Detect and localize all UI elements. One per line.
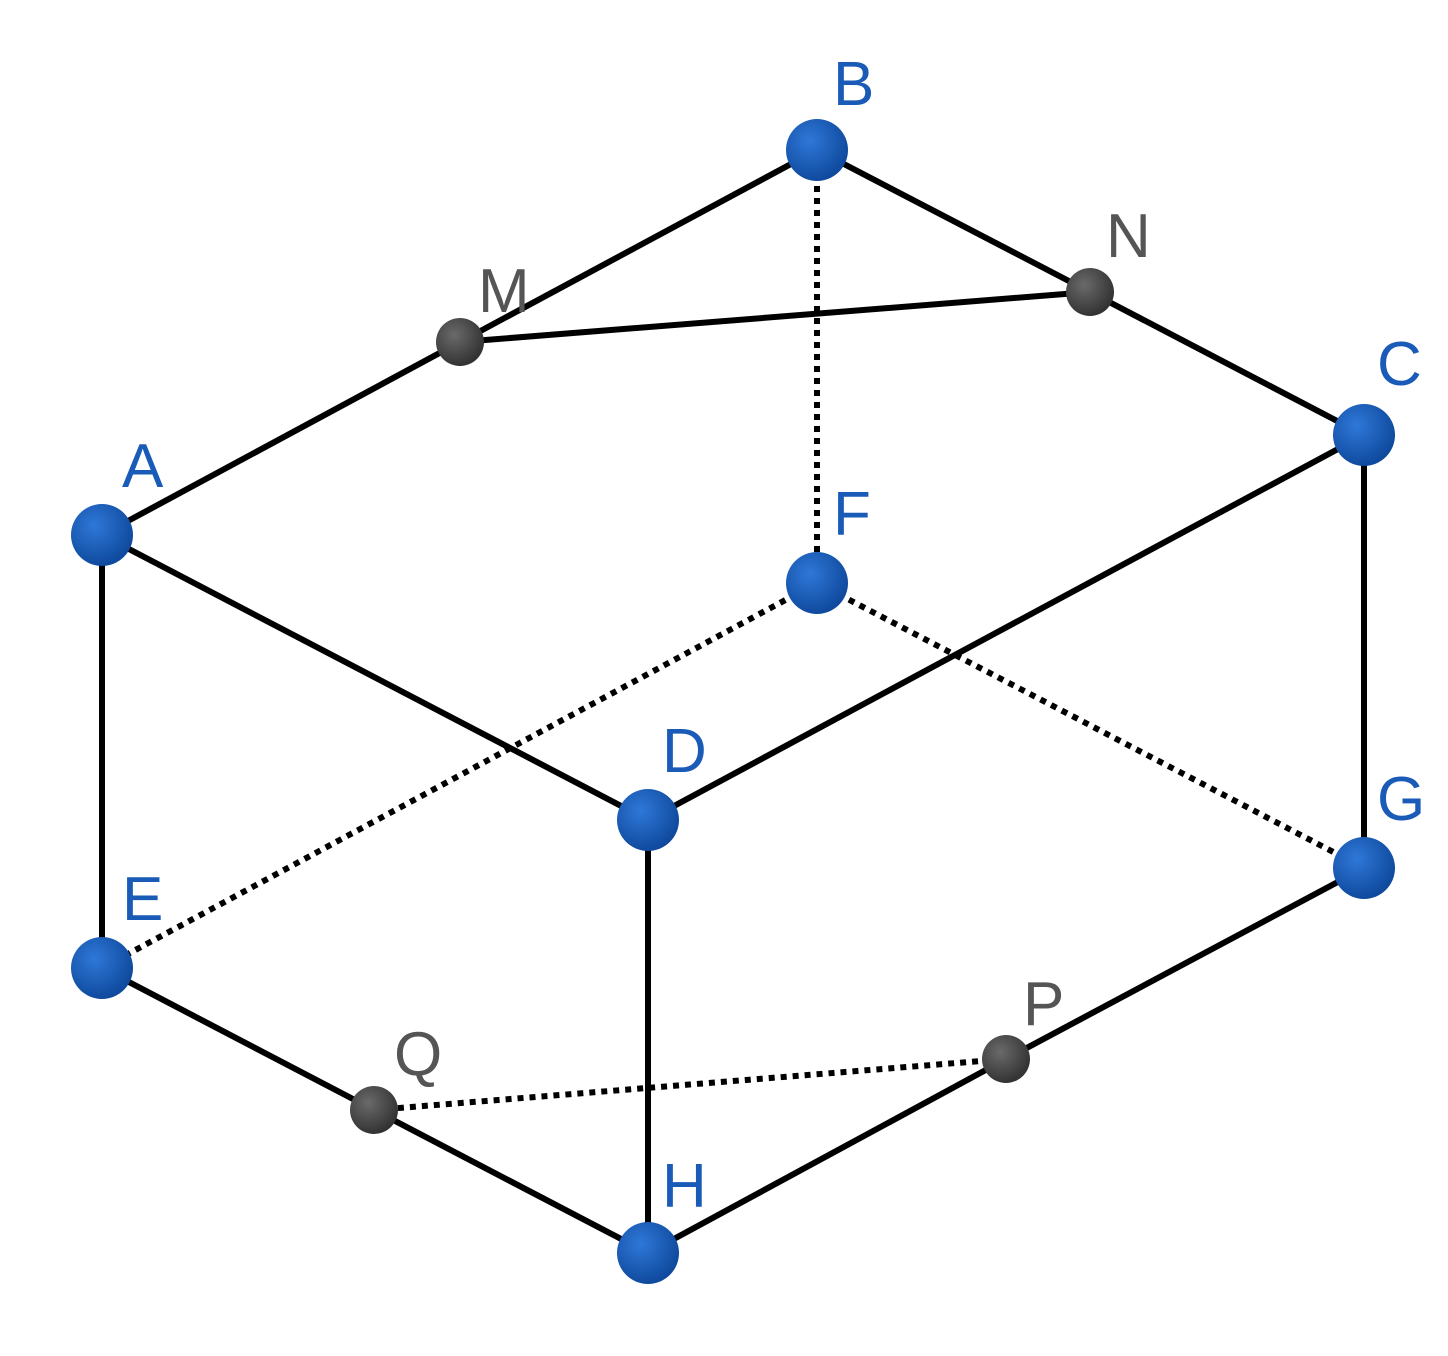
point-a (71, 504, 133, 566)
point-p (982, 1035, 1030, 1083)
point-h (617, 1222, 679, 1284)
label-f: F (833, 480, 871, 549)
label-g: G (1377, 765, 1425, 834)
point-q (350, 1086, 398, 1134)
labels-layer: A B C D E F G H M N P Q (122, 50, 1425, 1221)
edge-pg (1003, 865, 1367, 1062)
point-n (1066, 268, 1114, 316)
edge-nc (1087, 289, 1367, 438)
edge-hp (645, 1056, 1009, 1256)
label-p: P (1023, 970, 1064, 1039)
point-g (1333, 837, 1395, 899)
edge-mn (457, 289, 1093, 345)
label-n: N (1106, 202, 1151, 271)
label-e: E (122, 865, 163, 934)
edge-am (99, 339, 463, 538)
label-a: A (122, 432, 164, 501)
edge-ad (99, 532, 651, 823)
label-d: D (662, 717, 707, 786)
edges-layer (99, 147, 1367, 1256)
point-m (436, 318, 484, 366)
edge-qp-hidden (373, 1056, 1007, 1113)
label-m: M (478, 257, 530, 326)
point-f (786, 552, 848, 614)
edge-fg-hidden (815, 580, 1366, 871)
edge-dc (645, 432, 1367, 823)
point-e (71, 937, 133, 999)
point-c (1333, 404, 1395, 466)
point-b (786, 119, 848, 181)
label-c: C (1377, 330, 1422, 399)
edge-qh (371, 1107, 651, 1256)
edge-bn (814, 147, 1093, 295)
label-q: Q (394, 1020, 442, 1089)
label-h: H (662, 1152, 707, 1221)
edge-eq (99, 965, 377, 1113)
edge-mb (457, 147, 820, 345)
label-b: B (833, 50, 874, 119)
points-layer (71, 119, 1395, 1284)
edge-fe-hidden (100, 580, 819, 971)
point-d (617, 789, 679, 851)
